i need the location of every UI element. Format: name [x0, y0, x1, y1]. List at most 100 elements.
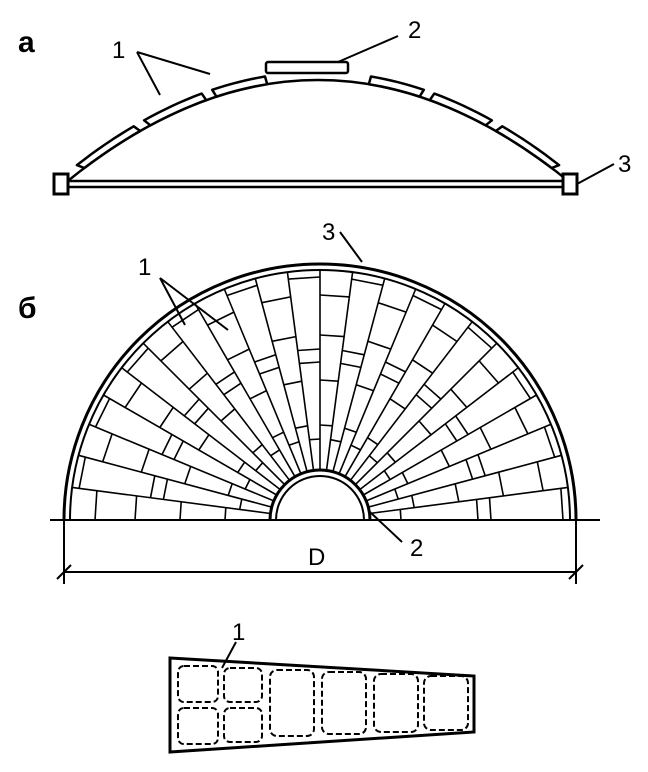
ring-joint [271, 335, 297, 343]
radial-joint [167, 321, 291, 481]
ring-joint [385, 361, 406, 373]
ring-joint [418, 420, 432, 436]
ring-joint [295, 425, 308, 429]
ring-joint [94, 490, 98, 521]
radial-joint [362, 394, 537, 496]
ring-joint [401, 472, 409, 484]
cell [423, 675, 469, 731]
ring-joint [444, 423, 458, 442]
ring-joint [478, 360, 500, 384]
dome-panel [367, 75, 426, 98]
ring-joint [288, 441, 300, 446]
panel-a-label: а [18, 26, 35, 59]
cell [223, 667, 263, 703]
ring-joint [450, 388, 468, 408]
ring-joint [368, 455, 378, 464]
radial-panel-grid [70, 270, 570, 521]
cell [321, 671, 367, 735]
ring-joint [536, 461, 544, 491]
radial-joint [369, 486, 569, 515]
cell [373, 673, 419, 733]
dimension-label: D [308, 544, 325, 571]
ring-joint [330, 438, 342, 443]
outer-ring-outer [62, 262, 578, 521]
ring-joint [467, 326, 493, 349]
leader-block-1 [221, 641, 237, 669]
radial-joint [338, 288, 417, 475]
panel-b-label: б [18, 292, 37, 325]
ring-joint [412, 294, 442, 311]
ring-joint [171, 308, 199, 328]
ring-joint [399, 509, 402, 521]
dimension-tick-right [568, 564, 584, 580]
ring-joint [261, 296, 291, 304]
ring-joint [179, 501, 182, 521]
ring-joint [383, 470, 391, 480]
radial-joint [223, 288, 302, 475]
ring-joint [226, 284, 258, 297]
radial-joint [78, 454, 272, 508]
cell [177, 707, 219, 745]
block-cells [177, 665, 469, 745]
ring-joint [319, 379, 339, 382]
ring-joint [299, 361, 321, 365]
ring-joint [455, 415, 469, 435]
ring-joint [350, 444, 361, 451]
ring-joint [259, 366, 280, 375]
dome-panel [494, 125, 561, 170]
radial-joint [286, 271, 315, 471]
ring-joint [283, 380, 302, 386]
ring-joint [380, 373, 400, 384]
ring-joint [340, 362, 362, 369]
ring-joint [78, 456, 87, 489]
callout-2: 2 [408, 17, 421, 44]
ring-joint [475, 499, 479, 521]
callout-b1: 1 [138, 254, 151, 281]
ring-joint [432, 324, 458, 343]
ring-joint [255, 462, 264, 472]
crown-ring-panel [264, 60, 350, 75]
ring-joint [198, 434, 210, 451]
ring-joint [270, 449, 280, 457]
leader-b3 [339, 231, 363, 263]
dome-panel [210, 75, 269, 98]
ring-joint [351, 278, 384, 287]
ring-joint [159, 406, 174, 428]
ring-joint [252, 443, 263, 454]
ring-joint [149, 475, 156, 498]
radial-joint [325, 271, 354, 471]
ring-joint [238, 498, 243, 510]
leader-b2 [369, 511, 403, 543]
callout-block-1: 1 [232, 619, 245, 646]
ring-joint [220, 408, 236, 422]
radial-joint [344, 303, 446, 478]
ring-joint [227, 348, 250, 361]
ring-joint [297, 348, 321, 352]
ring-joint [415, 394, 433, 409]
ring-joint [342, 349, 365, 356]
radial-joint [368, 454, 562, 508]
ring-joint [465, 459, 474, 480]
callout-3: 3 [618, 151, 631, 178]
radial-joint [365, 423, 552, 502]
callout-b2: 2 [410, 535, 423, 562]
leader-2 [337, 35, 399, 63]
dome-panel [428, 92, 494, 127]
ring-end-left [52, 172, 70, 196]
ring-joint [194, 407, 209, 425]
ring-end-right [561, 172, 579, 196]
ring-joint [319, 424, 333, 427]
ring-joint [477, 454, 486, 476]
dimension-tick-left [56, 564, 72, 580]
ring-joint [237, 461, 246, 473]
ring-joint [440, 449, 451, 467]
ring-joint [124, 382, 143, 408]
callout-1: 1 [112, 37, 125, 64]
leader-b1b [159, 277, 229, 331]
ring-joint [184, 466, 192, 485]
ring-joint [389, 398, 406, 410]
ring-joint [215, 371, 235, 385]
leader-1b [136, 51, 161, 96]
cell [269, 669, 315, 737]
ring-joint [272, 431, 284, 439]
